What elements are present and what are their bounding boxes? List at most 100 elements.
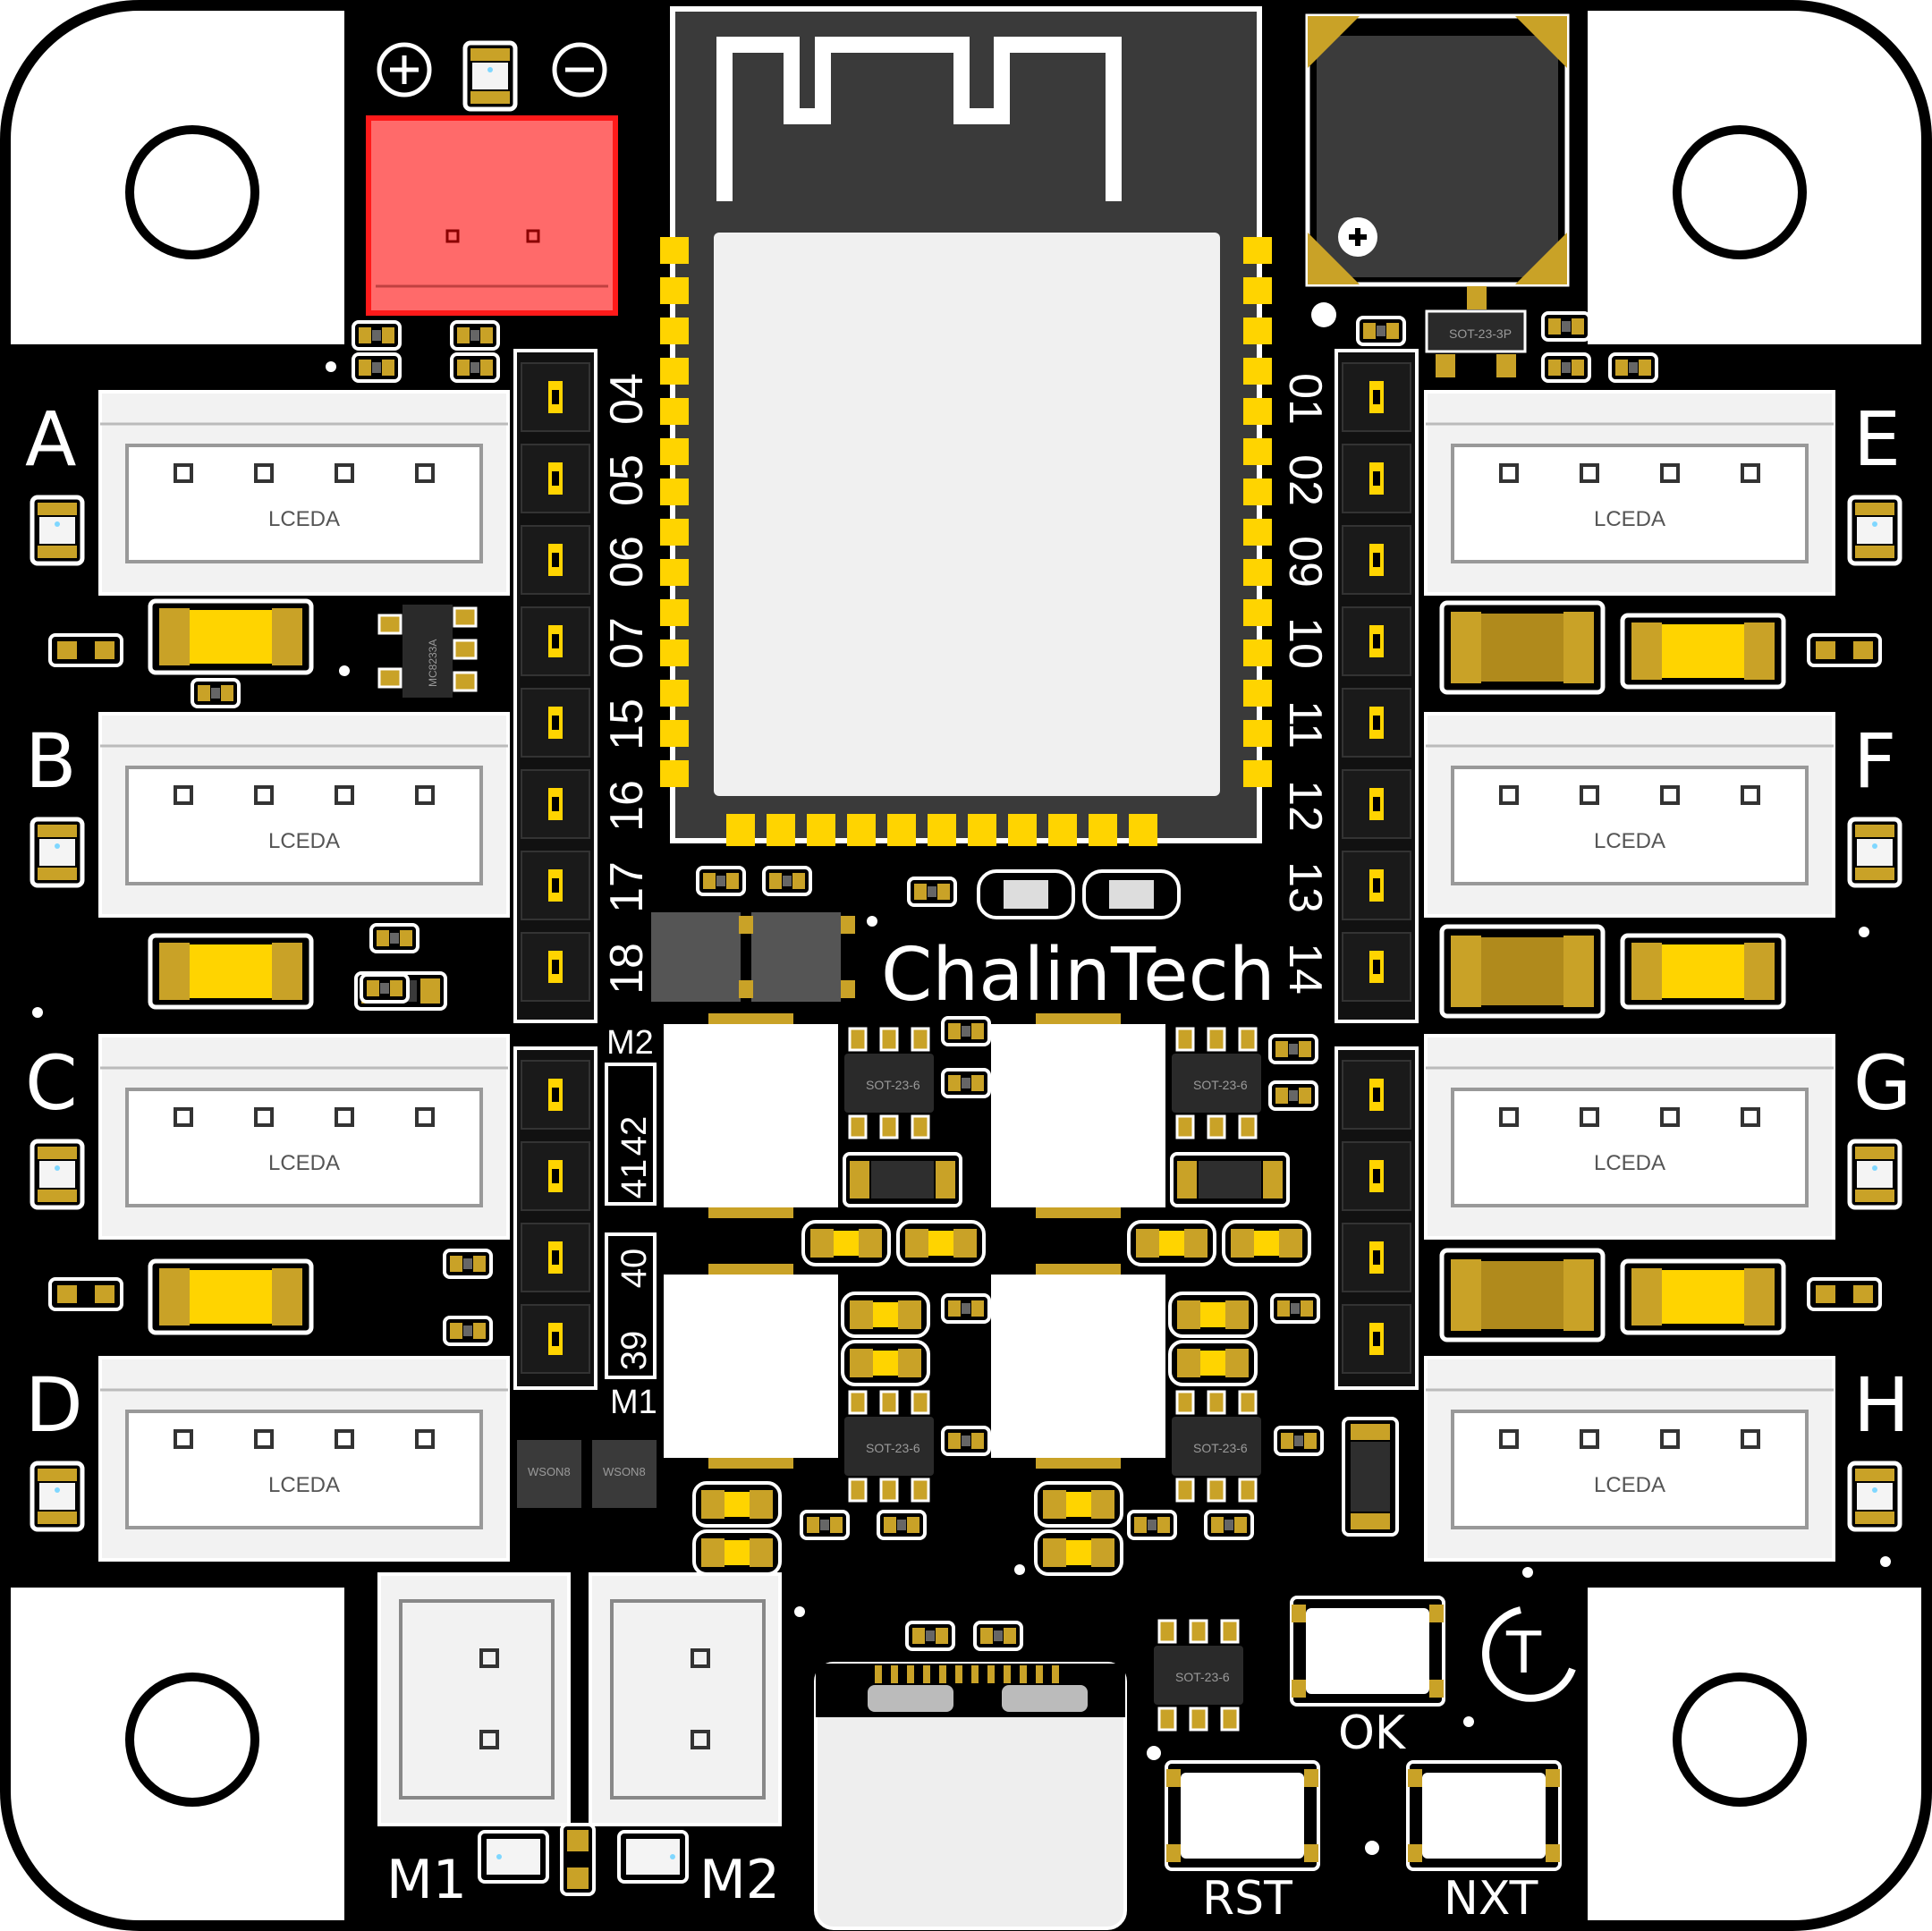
gpio-pin-label: 10 (1279, 617, 1331, 669)
header-pin[interactable] (1342, 444, 1411, 513)
header-pin[interactable] (521, 1060, 590, 1130)
port-connector-h[interactable]: LCEDA (1424, 1356, 1835, 1562)
port-connector-e[interactable]: LCEDA (1424, 390, 1835, 596)
esp32-pad (1243, 599, 1272, 626)
svg-text:WSON8: WSON8 (603, 1465, 646, 1478)
port-label-g: G (1853, 1039, 1911, 1127)
header-pin[interactable] (1342, 362, 1411, 432)
port-connector-a[interactable]: LCEDA (98, 390, 510, 596)
port-connector-g[interactable]: LCEDA (1424, 1034, 1835, 1240)
resistor (1268, 1034, 1318, 1064)
header-pin[interactable] (521, 1223, 590, 1292)
usb-pin (955, 1665, 962, 1683)
svg-text:MC8233A: MC8233A (427, 639, 439, 687)
port-connector-f[interactable]: LCEDA (1424, 712, 1835, 918)
esp32-pad (660, 479, 689, 505)
header-pin[interactable] (521, 769, 590, 839)
port-connector-b[interactable]: LCEDA (98, 712, 510, 918)
header-pin[interactable] (521, 444, 590, 513)
header-pin[interactable] (521, 688, 590, 758)
capacitor (692, 1529, 782, 1576)
left-pin-header[interactable] (513, 349, 597, 1023)
header-pin[interactable] (1342, 769, 1411, 839)
resistor (1268, 1080, 1318, 1111)
svg-text:SOT-23-6: SOT-23-6 (866, 1078, 920, 1092)
header-pin[interactable] (521, 1304, 590, 1374)
motor-pin-header[interactable] (513, 1046, 597, 1390)
header-pin[interactable] (521, 606, 590, 676)
esp32-pad (1243, 398, 1272, 425)
power-plus-icon (377, 42, 432, 97)
capacitor (48, 1277, 123, 1311)
capacitor (48, 633, 123, 667)
header-pin[interactable] (1342, 1141, 1411, 1211)
esp32-pad (1008, 814, 1037, 846)
gpio-pin-label: 02 (1279, 454, 1331, 506)
flash-chip-wson8: WSON8 (517, 1440, 581, 1508)
esp32-pad (1129, 814, 1157, 846)
diode (1170, 1152, 1290, 1207)
inductor (1442, 603, 1603, 692)
ldo-regulator: MC8233A (377, 605, 478, 698)
rst-button-label: RST (1202, 1872, 1292, 1926)
motor-header-m1-label: M1 (610, 1384, 657, 1421)
capacitor (1034, 1529, 1123, 1576)
port-label-c: C (25, 1039, 78, 1127)
port-label-d: D (25, 1361, 83, 1449)
motor-pin-label: 40 (614, 1249, 654, 1289)
usb-pin (1036, 1665, 1043, 1683)
svg-text:SOT-23-6: SOT-23-6 (1193, 1441, 1248, 1455)
gpio-pin-label: 07 (601, 617, 653, 669)
esp32-pad (1243, 519, 1272, 546)
resistor (1204, 1510, 1254, 1540)
gpio-pin-label: 18 (601, 943, 653, 995)
motor-connector-m1[interactable] (377, 1572, 571, 1826)
esp32-pad (1243, 438, 1272, 465)
header-pin[interactable] (521, 525, 590, 595)
port-connector-d[interactable]: LCEDA (98, 1356, 510, 1562)
header-pin[interactable] (1342, 606, 1411, 676)
header-pin[interactable] (521, 851, 590, 920)
flash-chip-wson8: WSON8 (592, 1440, 657, 1508)
header-pin[interactable] (1342, 688, 1411, 758)
esp32-pad (1243, 237, 1272, 264)
header-pin[interactable] (521, 932, 590, 1002)
header-pin[interactable] (1342, 525, 1411, 595)
gpio-pin-label: 13 (1279, 861, 1331, 913)
port-connector-c[interactable]: LCEDA (98, 1034, 510, 1240)
port-label-b: B (25, 717, 77, 805)
header-pin[interactable] (521, 1141, 590, 1211)
header-pin[interactable] (1342, 1060, 1411, 1130)
gpio-pin-label: 11 (1279, 700, 1331, 749)
connector-label: LCEDA (1594, 507, 1665, 531)
esp32-pad (660, 358, 689, 385)
gpio-pin-label: 15 (601, 699, 653, 750)
power-connector[interactable] (366, 115, 618, 316)
motor-m1-pin-frame (605, 1232, 657, 1379)
usb-c-port[interactable] (814, 1662, 1127, 1930)
gpio-pin-label: 04 (601, 373, 653, 425)
connector-label: LCEDA (268, 1473, 340, 1497)
motor-led (478, 1830, 549, 1884)
power-minus-icon (552, 42, 607, 97)
inductor (1442, 1250, 1603, 1340)
rst-button[interactable] (1165, 1760, 1320, 1871)
header-pin[interactable] (1342, 932, 1411, 1002)
ok-button[interactable] (1290, 1596, 1445, 1707)
resistor (941, 1426, 991, 1456)
header-pin[interactable] (1342, 1223, 1411, 1292)
gpio-pin-label: 14 (1279, 943, 1331, 995)
aux-pin-header[interactable] (1335, 1046, 1419, 1390)
header-pin[interactable] (1342, 1304, 1411, 1374)
header-pin[interactable] (1342, 851, 1411, 920)
resistor (762, 866, 812, 896)
header-pin[interactable] (521, 362, 590, 432)
motor-connector-m2[interactable] (589, 1572, 782, 1826)
resistor (905, 1621, 955, 1651)
resistor (1608, 352, 1658, 383)
right-pin-header[interactable] (1335, 349, 1419, 1023)
esp32-pad (968, 814, 996, 846)
esp32-pad (1243, 720, 1272, 747)
nxt-button[interactable] (1406, 1760, 1562, 1871)
